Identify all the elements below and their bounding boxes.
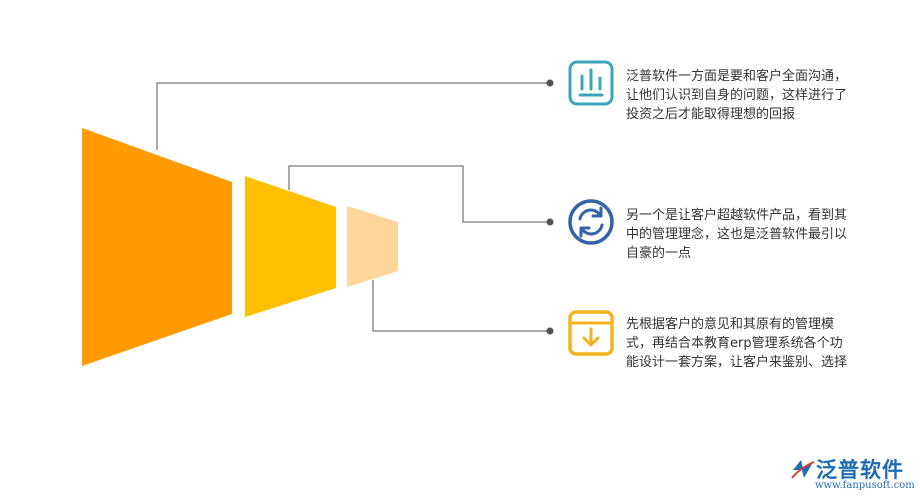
logo-url: www.fanpusoft.com	[815, 480, 915, 491]
connector-dot-2	[546, 218, 554, 226]
connector-dot-3	[546, 327, 554, 335]
item-text-3: 先根据客户的意见和其原有的管理模式，再结合本教育erp管理系统各个功能设计一套方…	[626, 317, 848, 370]
item-text-1: 泛普软件一方面是要和客户全面沟通，让他们认识到自身的问题，这样进行了投资之后才能…	[626, 69, 848, 122]
connector-dot-1	[546, 79, 554, 87]
logo-name: 泛普软件	[816, 458, 904, 482]
refresh-icon	[568, 199, 614, 245]
funnel-segment-2	[245, 176, 336, 317]
connector-line-2	[288, 165, 549, 223]
funnel-segment-3	[347, 206, 398, 287]
chart-bars-icon	[568, 60, 614, 106]
funnel-segment-1	[82, 128, 232, 366]
download-box-icon	[568, 310, 614, 356]
brand-logo: 泛普软件 www.fanpusoft.com	[790, 454, 915, 494]
item-text-2: 另一个是让客户超越软件产品，看到其中的管理理念，这也是泛普软件最引以自豪的一点	[626, 208, 848, 261]
connector-line-3	[372, 280, 549, 332]
connector-line-1	[156, 82, 549, 150]
logo-mark-icon	[791, 460, 815, 479]
